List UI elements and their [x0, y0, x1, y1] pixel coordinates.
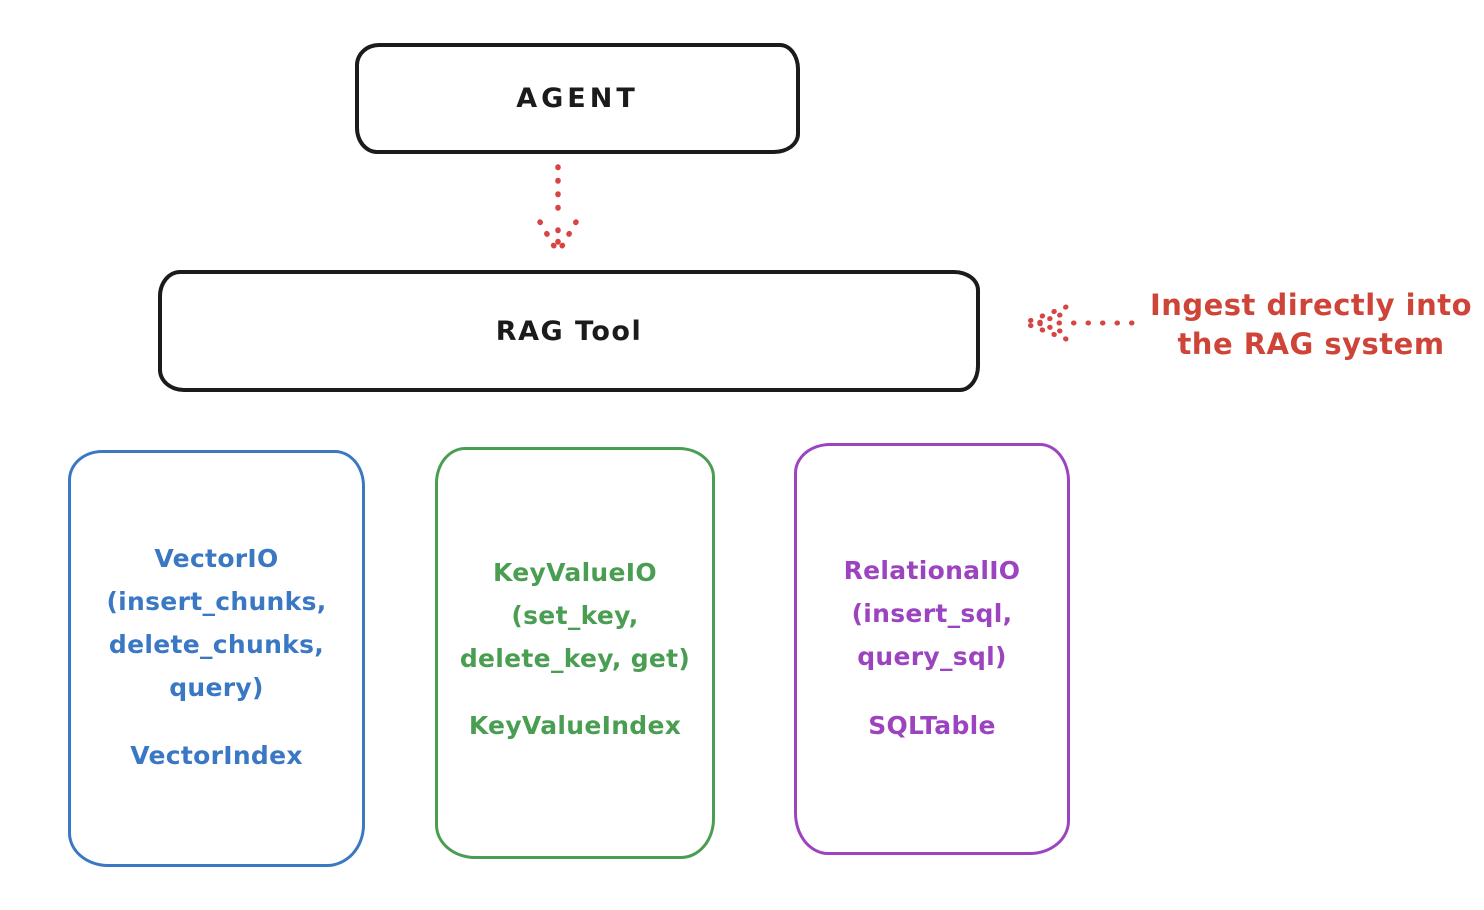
backend-title: VectorIO — [154, 544, 279, 573]
arrow-head-left-leg — [537, 219, 561, 256]
annotation-line-2: the RAG system — [1177, 327, 1445, 361]
rag-tool-box: RAG Tool — [158, 270, 980, 392]
backend-methods-line: query) — [169, 673, 264, 702]
backend-title: KeyValueIO — [493, 558, 657, 587]
dotted-arrow-left-icon — [1021, 304, 1135, 342]
arrow-head-upper-leg — [1021, 304, 1069, 326]
backend-index-label: KeyValueIndex — [468, 711, 682, 740]
arrow-head-right-leg — [555, 219, 579, 256]
backend-title: RelationalIO — [843, 556, 1021, 585]
arrow-head-lower-inner — [1035, 312, 1063, 326]
arrow-head-upper-inner — [1021, 320, 1069, 342]
dotted-arrow-down-icon — [537, 164, 579, 256]
backend-index-label: SQLTable — [868, 711, 996, 740]
backend-methods-line: delete_key, get) — [459, 644, 691, 673]
backend-methods-line: (insert_chunks, — [106, 587, 327, 616]
agent-label: AGENT — [516, 83, 639, 114]
annotation-line-1: Ingest directly into — [1149, 288, 1473, 322]
annotation-text: Ingest directly into the RAG system — [1138, 286, 1484, 364]
arrow-head-lower-leg — [1035, 320, 1063, 334]
backend-card-keyvalueio: KeyValueIO (set_key, delete_key, get) Ke… — [435, 447, 715, 859]
agent-box: AGENT — [355, 43, 800, 154]
backend-methods-line: (insert_sql, — [851, 599, 1013, 628]
backend-card-relationalio: RelationalIO (insert_sql, query_sql) SQL… — [794, 443, 1070, 855]
backend-methods-line: (set_key, — [511, 601, 639, 630]
backend-index-label: VectorIndex — [130, 741, 303, 770]
backend-methods-line: query_sql) — [857, 642, 1007, 671]
backend-methods-line: delete_chunks, — [108, 630, 325, 659]
backend-card-vectorio: VectorIO (insert_chunks, delete_chunks, … — [68, 450, 365, 867]
rag-tool-label: RAG Tool — [495, 315, 643, 347]
